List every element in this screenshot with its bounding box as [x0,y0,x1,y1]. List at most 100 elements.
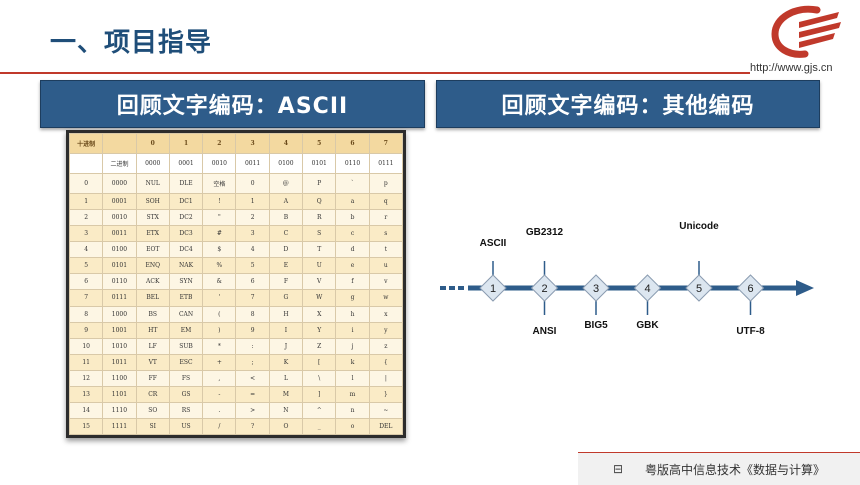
table-cell: J [268,337,304,355]
table-cell: ETB [168,289,204,307]
table-cell: a [335,193,370,211]
table-row-bin: 0001 [102,193,137,211]
table-cell: > [235,401,270,419]
table-cell: < [235,369,270,387]
table-cell: 2 [235,209,270,227]
table-cell: t [368,241,404,259]
timeline-node [479,274,507,302]
table-cell: e [335,257,370,275]
table-cell: y [368,321,404,339]
header-divider [0,72,750,74]
table-cell: EM [168,321,204,339]
table-row-dec: 7 [68,289,104,307]
banner-other-encodings: 回顾文字编码：其他编码 [436,80,820,128]
table-cell: RS [168,401,204,419]
table-cell: \ [302,369,337,387]
table-cell: K [268,353,304,371]
timeline-label-above: ASCII [480,238,507,249]
table-col-bin: 0001 [168,153,204,175]
table-row-bin: 1110 [102,401,137,419]
table-cell: g [335,289,370,307]
table-cell: ! [202,193,237,211]
table-row-dec: 13 [68,385,104,403]
timeline-label-below: BIG5 [584,320,608,331]
timeline-node [530,274,559,302]
table-row-dec: 4 [68,241,104,259]
table-cell: DC2 [168,209,204,227]
table-cell: | [368,369,404,387]
table-cell: k [335,353,370,371]
table-cell: F [268,273,304,291]
table-cell: h [335,305,370,323]
table-cell: [ [302,353,337,371]
timeline-node-number: 3 [593,283,599,295]
table-cell: E [268,257,304,275]
table-cell: Y [302,321,337,339]
table-cell: EOT [135,241,170,259]
table-cell: s [368,225,404,243]
table-col-bin: 0000 [135,153,170,175]
table-cell: U [302,257,337,275]
table-cell: DC4 [168,241,204,259]
timeline-node-number: 1 [490,283,496,295]
table-row-dec: 6 [68,273,104,291]
timeline-node-number: 6 [747,283,753,295]
timeline-node [633,274,662,302]
table-cell: A [268,193,304,211]
table-cell: T [302,241,337,259]
table-row-bin: 1001 [102,321,137,339]
table-cell: , [202,369,237,387]
table-cell: B [268,209,304,227]
table-cell: N [268,401,304,419]
table-cell: ACK [135,273,170,291]
table-cell: & [202,273,237,291]
timeline-label-above: GB2312 [526,227,564,238]
table-row-dec: 5 [68,257,104,275]
table-cell: x [368,305,404,323]
table-col-dec: 7 [368,132,404,155]
table-cell: ENQ [135,257,170,275]
table-cell: SOH [135,193,170,211]
table-cell: ~ [368,401,404,419]
table-cell: NAK [168,257,204,275]
table-col-dec: 5 [302,132,337,155]
table-row-bin: 1101 [102,385,137,403]
table-row-dec: 14 [68,401,104,419]
timeline-label-below: ANSI [533,326,557,337]
table-cell: STX [135,209,170,227]
page-title: 一、项目指导 [50,28,213,58]
table-row-bin: 1100 [102,369,137,387]
table-cell: d [335,241,370,259]
table-cell: / [202,417,237,436]
table-col-bin: 0011 [235,153,270,175]
table-cell: p [368,173,404,195]
table-cell: Z [302,337,337,355]
table-cell: 5 [235,257,270,275]
table-cell: } [368,385,404,403]
table-col-dec: 6 [335,132,370,155]
timeline-dash [440,286,446,290]
table-cell: ] [302,385,337,403]
table-cell: o [335,417,370,436]
table-row-dec: 1 [68,193,104,211]
timeline-node-number: 4 [644,283,650,295]
table-cell: H [268,305,304,323]
timeline-label-above: Unicode [679,221,719,232]
table-cell: w [368,289,404,307]
table-cell: W [302,289,337,307]
table-empty-cell [68,153,104,175]
table-cell: { [368,353,404,371]
table-cell: G [268,289,304,307]
table-cell: SUB [168,337,204,355]
site-url[interactable]: http://www.gjs.cn [750,62,833,74]
table-cell: SI [135,417,170,436]
timeline-node-number: 5 [696,283,702,295]
timeline-node [685,274,713,302]
footer-bar: ⊟ 粤版高中信息技术《数据与计算》 [578,452,860,485]
table-cell: 4 [235,241,270,259]
